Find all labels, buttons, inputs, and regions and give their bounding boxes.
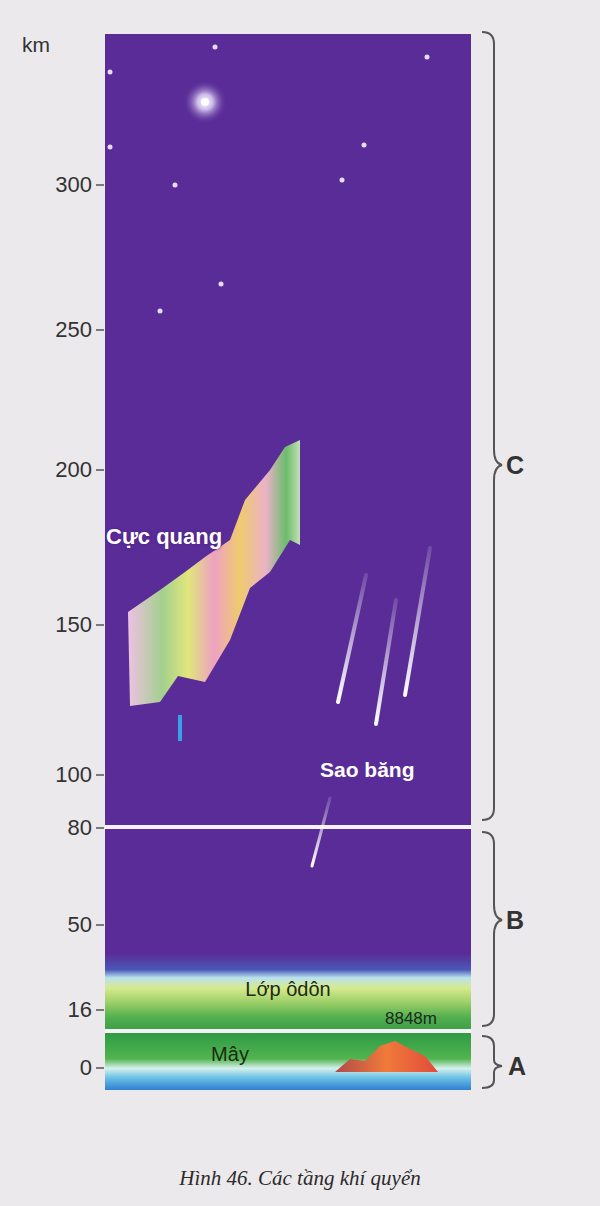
axis-number: 250 — [55, 317, 92, 342]
figure-caption: Hình 46. Các tầng khí quyển — [0, 1166, 600, 1191]
height-label: 8848m — [385, 1009, 437, 1029]
axis-number: 0 — [80, 1055, 92, 1080]
meteor-label: Sao băng — [320, 758, 415, 782]
aurora-label: Cực quang — [106, 524, 222, 549]
ozone-band: Lớp ôdôn — [105, 972, 471, 1006]
axis-number: 50 — [68, 912, 92, 937]
axis-number: 300 — [55, 172, 92, 197]
axis-number: 80 — [68, 815, 92, 840]
layer-letter: C — [506, 451, 524, 480]
axis-number: 150 — [55, 612, 92, 637]
layer-letter: A — [508, 1052, 526, 1081]
axis-number: 16 — [68, 997, 92, 1022]
axis-number: 200 — [55, 457, 92, 482]
axis-number: 100 — [55, 762, 92, 787]
band-label: Mây — [211, 1043, 249, 1066]
cloud-band: Mây — [160, 1036, 300, 1072]
layer-letter: B — [506, 906, 524, 935]
band-label: Lớp ôdôn — [245, 978, 330, 1001]
unit-label: km — [22, 33, 50, 57]
